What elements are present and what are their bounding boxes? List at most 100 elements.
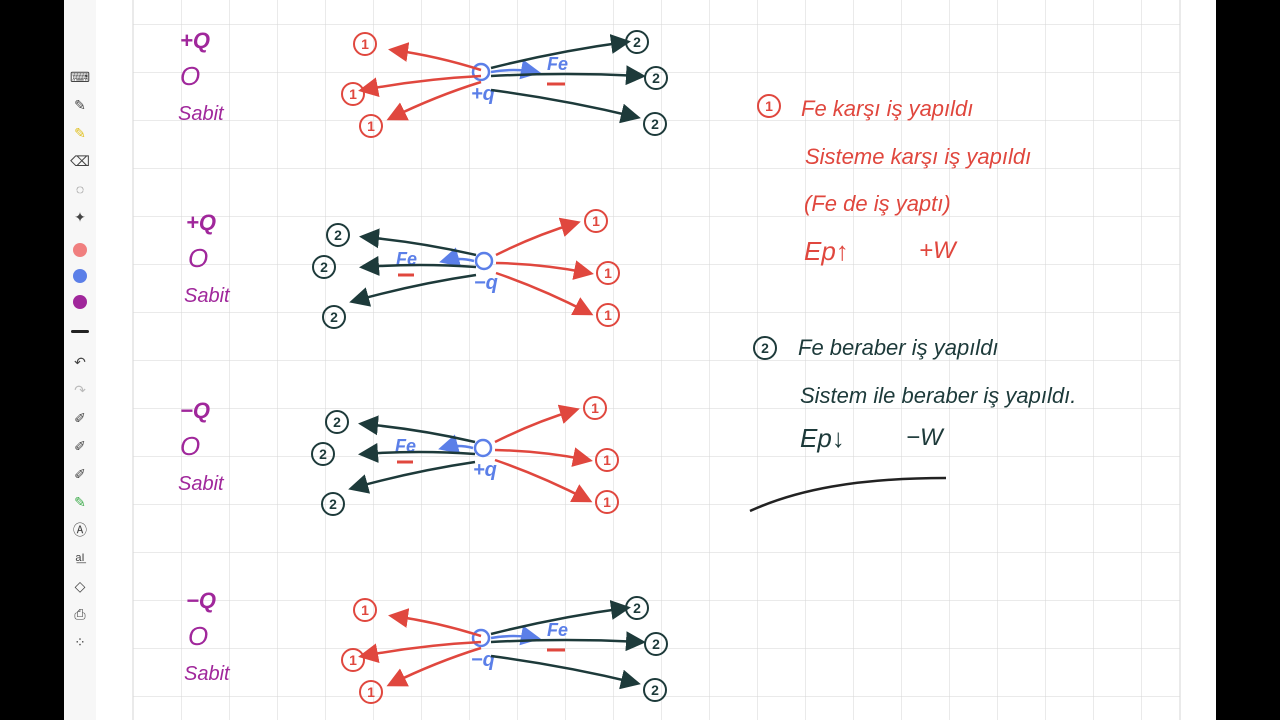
color-swatch-purple[interactable] xyxy=(73,295,87,309)
keyboard-icon[interactable]: ⌨ xyxy=(69,68,91,85)
number-badge: 1 xyxy=(353,598,377,622)
test-charge xyxy=(471,62,491,82)
badge-label: 1 xyxy=(367,118,375,134)
stroke-width-icon[interactable] xyxy=(71,330,89,333)
color-swatch-red[interactable] xyxy=(73,243,87,257)
test-charge-label: +q xyxy=(473,459,497,481)
badge-label: 2 xyxy=(330,309,338,325)
badge-label: 1 xyxy=(604,265,612,281)
number-badge: 2 xyxy=(321,492,345,516)
badge-label: 1 xyxy=(592,213,600,229)
charge-ring: O xyxy=(180,61,200,91)
badge-label: 2 xyxy=(633,600,641,616)
path-arrow xyxy=(494,447,593,467)
test-charge xyxy=(474,251,494,271)
number-badge: 2 xyxy=(311,442,335,466)
path-arrow xyxy=(388,608,482,638)
note-case1-work: +W xyxy=(919,237,958,264)
badge-label: 1 xyxy=(603,494,611,510)
badge-label: 2 xyxy=(333,414,341,430)
lasso-icon[interactable]: ◌ xyxy=(75,181,85,197)
fixed-label: Sabit xyxy=(184,663,231,685)
fixed-label: Sabit xyxy=(178,103,225,125)
badge-label: 1 xyxy=(361,36,369,52)
badge-label: 1 xyxy=(765,98,773,114)
pen-share-icon[interactable]: ✐ xyxy=(74,465,86,482)
text-style-icon[interactable]: Ⓐ xyxy=(73,522,87,538)
path-arrow xyxy=(358,640,482,664)
number-badge: 2 xyxy=(326,223,350,247)
pen-settings-icon[interactable]: ✐ xyxy=(74,437,86,454)
test-charge-label: −q xyxy=(471,649,495,671)
note-case1-line2: Sisteme karşı iş yapıldı xyxy=(805,144,1031,169)
magic-wand-icon[interactable]: ✦ xyxy=(74,208,86,225)
badge-label: 2 xyxy=(761,340,769,356)
note-case2-line1: Fe beraber iş yapıldı xyxy=(798,335,999,360)
badge-label: 2 xyxy=(329,496,337,512)
number-badge: 1 xyxy=(595,490,619,514)
path-arrow xyxy=(386,646,482,687)
badge-label: 1 xyxy=(349,652,357,668)
number-badge: 1 xyxy=(359,114,383,138)
path-arrow xyxy=(358,442,476,463)
test-charge-label: +q xyxy=(471,83,495,105)
path-arrow xyxy=(358,415,476,444)
test-charge xyxy=(473,438,493,458)
path-arrow xyxy=(490,34,631,70)
undo-icon[interactable]: ↶ xyxy=(74,353,86,370)
path-arrow xyxy=(494,458,593,503)
note-case1-line1: Fe karşı iş yapıldı xyxy=(801,96,973,121)
number-badge: 1 xyxy=(596,303,620,327)
eraser-icon[interactable]: ⌫ xyxy=(70,152,90,169)
grid-background xyxy=(133,0,1180,720)
color-swatch-blue[interactable] xyxy=(73,269,87,283)
path-arrow xyxy=(359,255,477,276)
grid-apps-icon[interactable]: ⁘ xyxy=(74,633,86,650)
path-arrow xyxy=(388,42,482,72)
pen-icon[interactable]: ✎ xyxy=(74,96,86,113)
path-arrow xyxy=(349,273,477,307)
path-arrow xyxy=(495,217,581,257)
test-charge-label: −q xyxy=(474,272,498,294)
path-arrow xyxy=(358,74,482,98)
number-badge: 2 xyxy=(625,30,649,54)
force-label: Fe xyxy=(547,54,568,74)
pen-plus-icon[interactable]: ✐ xyxy=(74,409,86,426)
note-case2-energy: Ep↓ xyxy=(800,423,845,453)
charge-ring: O xyxy=(188,621,208,651)
path-arrow xyxy=(495,271,594,316)
number-badge: 1 xyxy=(596,261,620,285)
force-arrow xyxy=(438,434,474,454)
shapes-icon[interactable]: ◇ xyxy=(74,577,86,594)
charge-ring: O xyxy=(188,243,208,273)
path-arrow xyxy=(348,460,476,494)
number-badge: 2 xyxy=(644,632,668,656)
number-badge: 2 xyxy=(643,112,667,136)
highlighter-icon[interactable]: ✎ xyxy=(74,124,86,141)
badge-label: 1 xyxy=(349,86,357,102)
badge-label: 1 xyxy=(603,452,611,468)
text-ai-icon[interactable]: a͟I xyxy=(75,552,85,564)
source-charge: +Q xyxy=(180,28,210,53)
path-arrow xyxy=(490,88,641,124)
path-arrow xyxy=(494,404,580,444)
handwritten-drawing: +QOSabit+qFe111222+QOSabit−qFe111222−QOS… xyxy=(132,0,1181,720)
notes-app: ⌨ ✎ ✎ ⌫ ◌ ✦ ↶ ↷ ✐ ✐ ✐ ✎ Ⓐ a͟I ◇ ⎙ ⁘ xyxy=(64,0,1216,720)
green-pen-icon[interactable]: ✎ xyxy=(74,493,86,510)
redo-icon[interactable]: ↷ xyxy=(74,381,86,398)
test-charge xyxy=(471,628,491,648)
number-badge: 1 xyxy=(757,94,781,118)
badge-label: 1 xyxy=(604,307,612,323)
source-charge: +Q xyxy=(186,210,216,235)
lock-icon[interactable]: ⎙ xyxy=(74,605,86,622)
note-case1-energy: Ep↑ xyxy=(804,236,849,266)
badge-label: 1 xyxy=(367,684,375,700)
number-badge: 1 xyxy=(595,448,619,472)
badge-label: 2 xyxy=(320,259,328,275)
number-badge: 1 xyxy=(341,648,365,672)
